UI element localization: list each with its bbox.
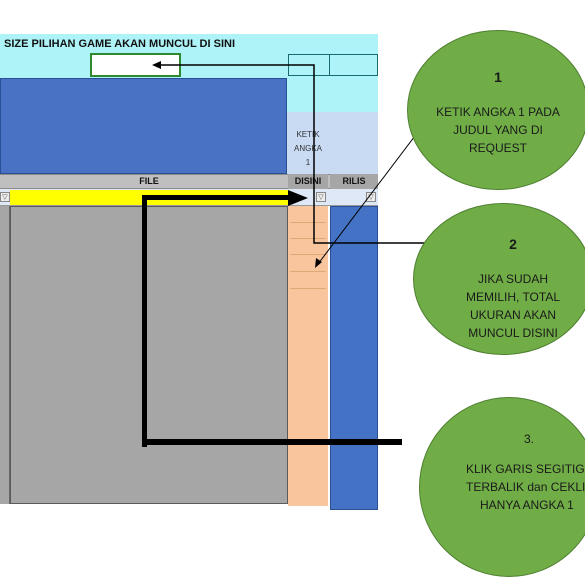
sheet-title: SIZE PILIHAN GAME AKAN MUNCUL DI SINI <box>4 38 236 50</box>
cell-divider <box>290 271 326 272</box>
callout-2-line-2: MEMILIH, TOTAL <box>465 290 561 304</box>
teal-cell <box>287 78 378 112</box>
callout-2-line-4: MUNCUL DISINI <box>468 326 558 340</box>
file-column[interactable] <box>10 206 288 504</box>
callout-2: 2 JIKA SUDAH MEMILIH, TOTAL UKURAN AKAN … <box>413 203 585 355</box>
callout-1-line-2: JUDUL YANG DI <box>453 123 543 137</box>
header-cell-c[interactable] <box>330 54 378 76</box>
callout-1-line-3: REQUEST <box>468 141 527 155</box>
merged-banner-cell <box>0 78 287 174</box>
pointer-line-vertical <box>142 195 147 447</box>
cell-divider <box>290 222 326 223</box>
disini-filter-dropdown-icon[interactable]: ▽ <box>316 192 326 202</box>
callout-3-line-1: KLIK GARIS SEGITIGA <box>466 462 585 476</box>
ketik-note-line-2: ANGKA <box>293 144 322 153</box>
pointer-arrowhead <box>288 190 308 206</box>
callout-2-line-1: JIKA SUDAH <box>477 272 549 286</box>
callout-2-number: 2 <box>509 236 517 252</box>
pointer-line-bottom <box>142 439 402 445</box>
callout-3: 3. KLIK GARIS SEGITIGA TERBALIK dan CEKL… <box>419 397 585 577</box>
callout-1-number: 1 <box>494 69 502 85</box>
filter-dropdown-icon[interactable]: ▽ <box>0 192 10 202</box>
callout-1: 1 KETIK ANGKA 1 PADA JUDUL YANG DI REQUE… <box>407 30 585 190</box>
rilis-column[interactable] <box>330 206 378 510</box>
row-number-column <box>0 206 10 504</box>
column-header-rilis[interactable]: RILIS <box>330 174 378 189</box>
pointer-line-top <box>142 195 292 200</box>
callout-2-line-3: UKURAN AKAN <box>469 308 557 322</box>
callout-3-line-2: TERBALIK dan CEKLIS <box>466 480 585 494</box>
ketik-note-line-3: 1 <box>305 158 311 167</box>
column-header-disini[interactable]: DISINI <box>288 174 328 189</box>
callout-3-line-3: HANYA ANGKA 1 <box>480 498 574 512</box>
ketik-note: KETIK ANGKA 1 <box>288 128 328 170</box>
header-row <box>0 174 378 189</box>
ketik-note-line-1: KETIK <box>296 130 320 139</box>
rilis-filter-dropdown-icon[interactable]: ▽ <box>366 192 376 202</box>
cell-divider <box>290 288 326 289</box>
cell-divider <box>290 254 326 255</box>
note-cell <box>287 112 378 174</box>
disini-column[interactable] <box>288 206 328 506</box>
cell-divider <box>290 238 326 239</box>
callout-1-line-1: KETIK ANGKA 1 PADA <box>436 105 560 119</box>
column-header-file[interactable]: FILE <box>139 176 159 186</box>
callout-3-number: 3. <box>523 432 534 446</box>
